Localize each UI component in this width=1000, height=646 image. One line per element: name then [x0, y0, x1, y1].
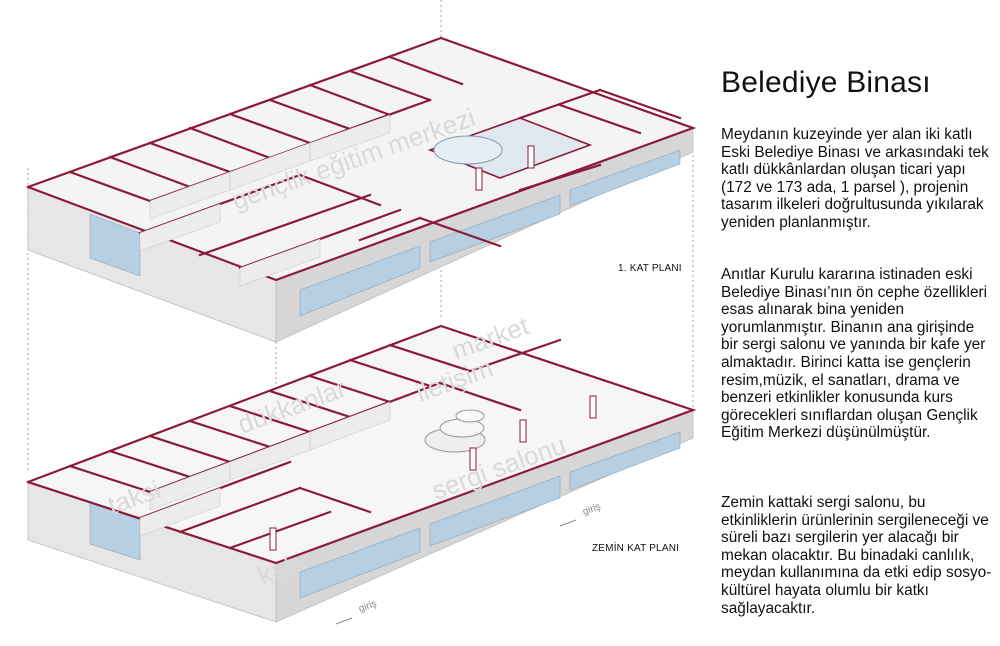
ground-floor-columns [269, 395, 597, 551]
paragraph-3: Zemin kattaki sergi salonu, bu etkinlikl… [721, 494, 992, 617]
entrance-label-right: giriş [581, 501, 602, 518]
paragraph-1: Meydanın kuzeyinde yer alan iki katlı Es… [721, 126, 989, 231]
first-floor-plan: gençlik eğitim merkezi [26, 36, 697, 343]
ground-floor-glazing [89, 431, 681, 599]
ground-floor-plan-label: ZEMİN KAT PLANI [592, 543, 680, 554]
ground-floor-plan: dükkanlar market iletişim sergi salonu t… [26, 310, 697, 625]
entrance-arrows [335, 519, 577, 625]
first-floor-glazing [89, 149, 681, 317]
ground-floor-wall-faces [139, 401, 391, 537]
first-floor-plan-label: 1. KAT PLANI [618, 263, 682, 274]
first-floor-columns [475, 145, 535, 191]
entrance-label-left: giriş [357, 598, 378, 615]
first-floor-round-void [433, 135, 503, 165]
floor-plan-diagram: gençlik eğitim merkezi [26, 0, 697, 625]
ground-floor-spiral-stair [424, 409, 486, 453]
paragraph-2: Anıtlar Kurulu kararına istinaden eski B… [721, 266, 988, 442]
page-title: Belediye Binası [721, 66, 931, 99]
first-floor-wall-faces [139, 114, 391, 287]
